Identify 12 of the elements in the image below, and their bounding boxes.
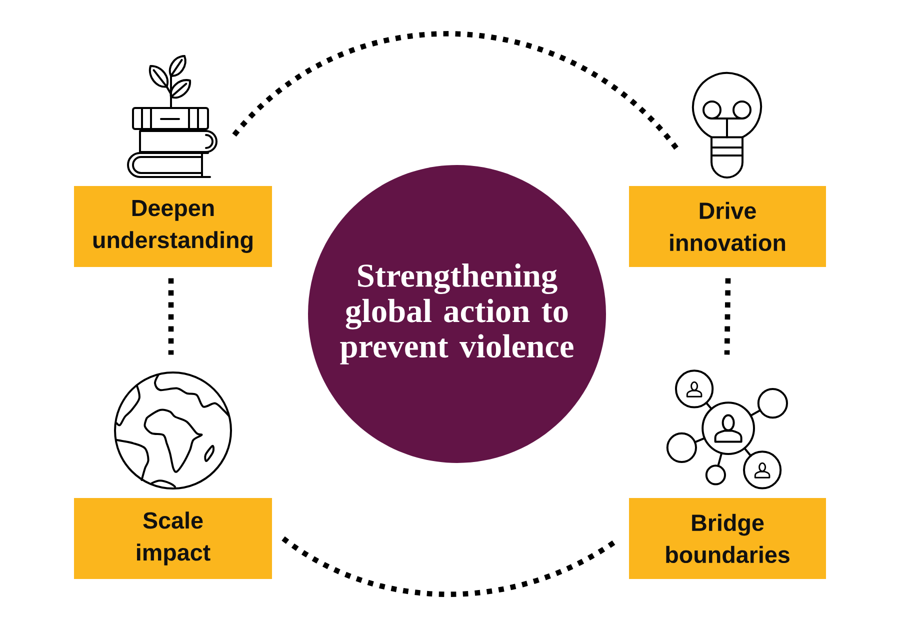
dotted-arc <box>282 536 616 597</box>
label-box: Drive innovation <box>629 186 826 267</box>
dotted-line <box>724 278 731 355</box>
books-plant-icon <box>127 54 218 178</box>
label-box: Scale impact <box>74 498 272 579</box>
lightbulb-icon <box>692 72 762 178</box>
label-box: Bridge boundaries <box>629 498 826 579</box>
dotted-arc <box>232 31 680 152</box>
dotted-line <box>168 278 174 355</box>
globe-icon <box>114 371 232 490</box>
people-network-icon <box>666 370 788 490</box>
label-box: Deepen understanding <box>74 186 272 267</box>
